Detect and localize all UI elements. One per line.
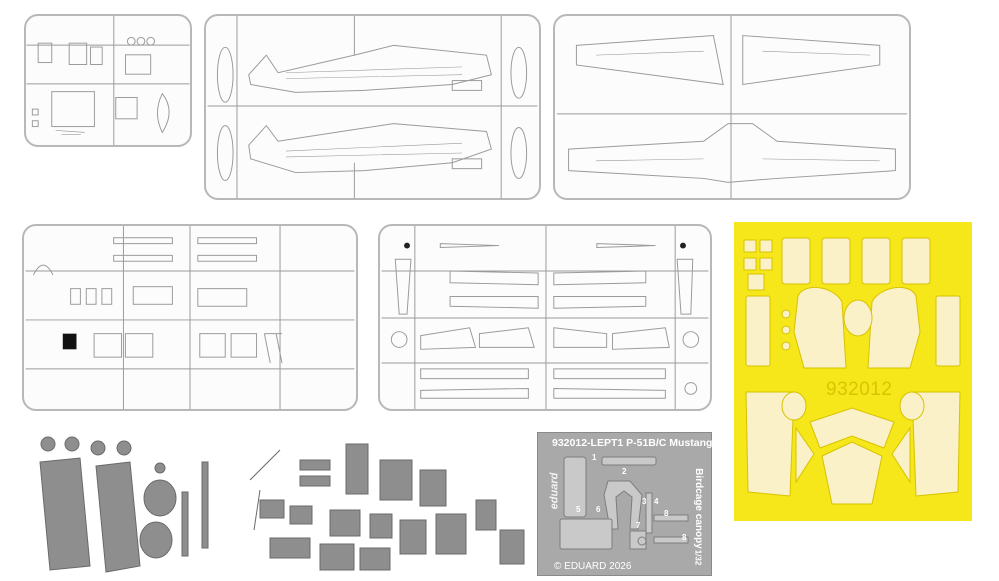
sprue-detail-2	[378, 224, 712, 411]
sprue-small	[24, 14, 192, 147]
canopy-mask-sheet: 932012	[734, 222, 972, 521]
mask-code-label: 932012	[826, 379, 893, 400]
photoetch-subtitle: Birdcage canopy	[692, 468, 704, 549]
pe-part-number: 4	[654, 497, 659, 506]
pe-part-number: 7	[636, 521, 641, 530]
sprue-wing-drawing	[556, 16, 908, 198]
printed-cockpit-drawing	[249, 443, 525, 571]
photoetch-fret: 932012-LEPT1 P-51B/C Mustang eduard 1 2 …	[537, 432, 712, 576]
pe-part-number: 5	[576, 505, 581, 514]
photoetch-title: 932012-LEPT1 P-51B/C Mustang	[552, 437, 713, 449]
printed-cockpit-parts	[240, 440, 530, 576]
mask-shapes-drawing	[743, 237, 961, 505]
pe-part-number: 6	[596, 505, 601, 514]
pe-part-number: 1	[592, 453, 597, 462]
pe-part-number: 2	[622, 467, 627, 476]
sprue-detail-1	[22, 224, 358, 411]
photoetch-copyright: © EDUARD 2026	[554, 561, 632, 572]
sprue-wing	[553, 14, 911, 200]
pe-part-number: 8	[664, 509, 669, 518]
photoetch-parts-drawing	[559, 456, 689, 550]
pe-part-number: 3	[642, 497, 647, 506]
sprue-small-drawing	[26, 16, 190, 145]
sprue-detail-1-drawing	[25, 226, 355, 409]
sprue-detail-2-drawing	[381, 226, 709, 409]
printed-landing-gear-parts	[20, 436, 230, 576]
pe-part-number: 8	[682, 533, 687, 542]
sprue-fuselage	[204, 14, 541, 200]
printed-landing-gear-drawing	[39, 436, 209, 573]
photoetch-scale: 1/32	[693, 549, 703, 566]
sprue-fuselage-drawing	[207, 16, 538, 198]
